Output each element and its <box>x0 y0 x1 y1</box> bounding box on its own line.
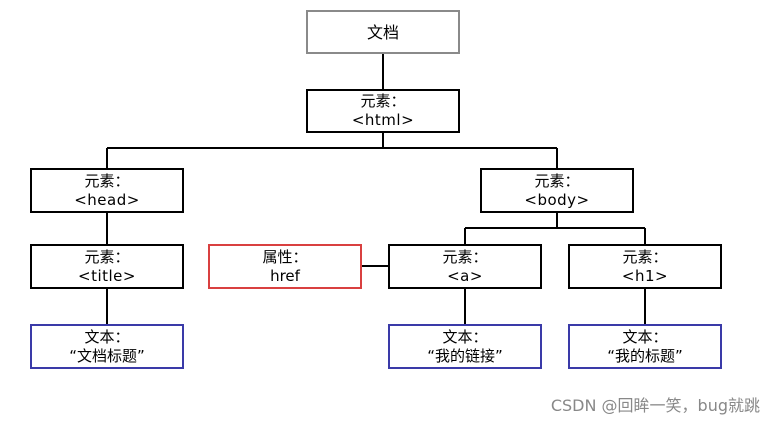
a-element-node: 元素： <a> <box>388 244 542 289</box>
a-tag: <a> <box>447 266 483 285</box>
body-kind: 元素： <box>534 171 580 190</box>
html-tag: <html> <box>351 111 415 129</box>
a-text-node: 文本： “我的链接” <box>388 324 542 369</box>
a-text-kind: 文本： <box>442 327 488 346</box>
head-kind: 元素： <box>84 171 130 190</box>
title-text-node: 文本： “文档标题” <box>30 324 184 369</box>
a-text-value: “我的链接” <box>427 346 503 365</box>
document-node: 文档 <box>306 10 460 54</box>
watermark: CSDN @回眸一笑，bug就跳 <box>550 396 760 415</box>
head-tag: <head> <box>74 190 140 209</box>
title-text-kind: 文本： <box>84 327 130 346</box>
h1-element-node: 元素： <h1> <box>568 244 722 289</box>
body-tag: <body> <box>524 190 590 209</box>
h1-text-value: “我的标题” <box>607 346 683 365</box>
body-element-node: 元素： <body> <box>480 168 634 213</box>
title-text-value: “文档标题” <box>69 346 145 365</box>
title-element-node: 元素： <title> <box>30 244 184 289</box>
href-kind: 属性： <box>262 247 308 266</box>
html-element-node: 元素： <html> <box>306 89 460 133</box>
href-value: href <box>270 266 300 285</box>
href-attribute-node: 属性： href <box>208 244 362 289</box>
head-element-node: 元素： <head> <box>30 168 184 213</box>
h1-tag: <h1> <box>621 266 669 285</box>
a-kind: 元素： <box>442 247 488 266</box>
html-kind: 元素： <box>360 92 406 110</box>
h1-text-node: 文本： “我的标题” <box>568 324 722 369</box>
title-tag: <title> <box>78 266 136 285</box>
document-label: 文档 <box>366 22 399 42</box>
h1-kind: 元素： <box>622 247 668 266</box>
h1-text-kind: 文本： <box>622 327 668 346</box>
title-kind: 元素： <box>84 247 130 266</box>
